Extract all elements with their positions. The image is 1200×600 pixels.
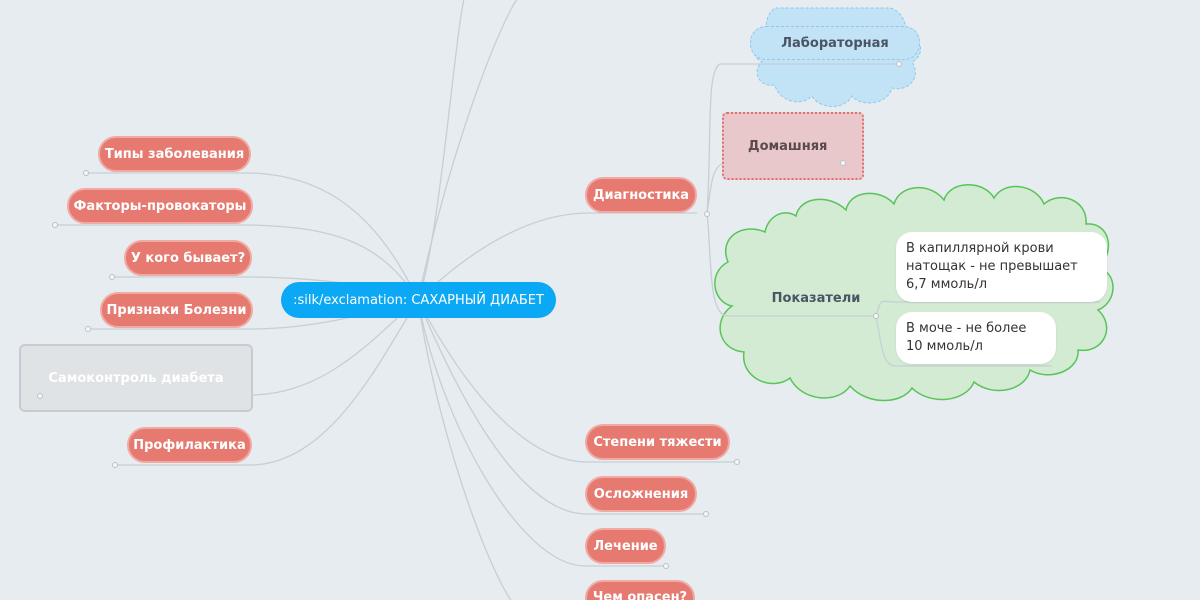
root-topic[interactable]: :silk/exclamation: САХАРНЫЙ ДИАБЕТ <box>281 282 556 318</box>
root-topic-label: :silk/exclamation: САХАРНЫЙ ДИАБЕТ <box>293 292 544 308</box>
collapse-handle[interactable] <box>734 459 740 465</box>
collapse-handle[interactable] <box>896 61 902 67</box>
indicator-blood[interactable]: В капиллярной крови натощак - не превыша… <box>896 232 1107 302</box>
collapse-handle[interactable] <box>840 160 846 166</box>
collapse-handle[interactable] <box>109 274 115 280</box>
branch-label: У кого бывает? <box>130 250 246 266</box>
collapse-handle[interactable] <box>37 393 43 399</box>
subtopic-label: Домашняя <box>748 138 828 154</box>
branch-severity[interactable]: Степени тяжести <box>585 424 730 460</box>
branch-label: Степени тяжести <box>593 434 722 450</box>
branch-treatment[interactable]: Лечение <box>585 528 666 564</box>
branch-complications[interactable]: Осложнения <box>585 476 697 512</box>
branch-label: Диагностика <box>592 187 690 203</box>
collapse-handle[interactable] <box>83 170 89 176</box>
branch-label: Самоконтроль диабета <box>48 370 224 386</box>
branch-label: Типы заболевания <box>104 146 245 162</box>
branch-prevention[interactable]: Профилактика <box>127 427 252 463</box>
collapse-handle[interactable] <box>663 563 669 569</box>
collapse-handle[interactable] <box>704 211 710 217</box>
branch-diagnostics[interactable]: Диагностика <box>585 177 697 213</box>
collapse-handle[interactable] <box>52 222 58 228</box>
collapse-handle[interactable] <box>112 462 118 468</box>
branch-label: Признаки Болезни <box>106 302 247 318</box>
branch-disease-types[interactable]: Типы заболевания <box>98 136 251 172</box>
subtopic-home[interactable]: Домашняя <box>722 112 864 180</box>
branch-who-gets-it[interactable]: У кого бывает? <box>124 240 252 276</box>
subtopic-label: Показатели <box>771 290 861 306</box>
subtopic-laboratory[interactable]: Лабораторная <box>750 26 920 60</box>
subtopic-indicators[interactable]: Показатели <box>766 287 866 309</box>
collapse-handle[interactable] <box>703 511 709 517</box>
branch-why-dangerous[interactable]: Чем опасен? <box>585 580 695 600</box>
branch-label: Чем опасен? <box>592 590 688 600</box>
branch-label: Профилактика <box>133 437 246 453</box>
subtopic-label: Лабораторная <box>781 35 889 51</box>
branch-symptoms[interactable]: Признаки Болезни <box>100 292 253 328</box>
branch-label: Осложнения <box>593 486 689 502</box>
collapse-handle[interactable] <box>85 326 91 332</box>
branch-risk-factors[interactable]: Факторы-провокаторы <box>67 188 253 224</box>
indicator-text: В капиллярной крови натощак - не превыша… <box>906 241 1078 292</box>
collapse-handle[interactable] <box>873 313 879 319</box>
indicator-urine[interactable]: В моче - не более 10 ммоль/л <box>896 312 1056 364</box>
branch-self-control[interactable]: Самоконтроль диабета <box>19 344 253 412</box>
indicator-text: В моче - не более 10 ммоль/л <box>906 321 1027 354</box>
branch-label: Лечение <box>593 538 658 554</box>
branch-label: Факторы-провокаторы <box>73 198 247 214</box>
